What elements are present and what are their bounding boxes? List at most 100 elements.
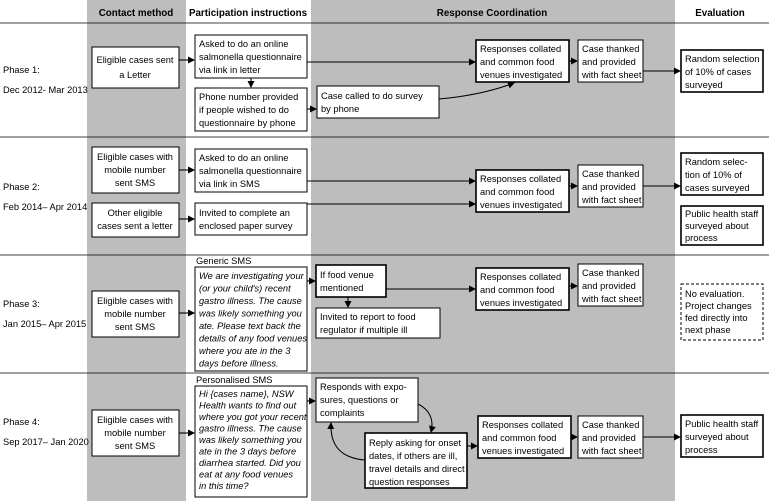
svg-text:ate in the 3 days before: ate in the 3 days before	[199, 447, 296, 457]
svg-text:days before illness.: days before illness.	[199, 359, 279, 369]
p2-paper-survey-box: Invited to complete an enclosed paper su…	[194, 202, 308, 236]
svg-text:where you got your recent: where you got your recent	[199, 412, 307, 422]
p4-evaluation-box: Public health staff surveyed about proce…	[680, 414, 764, 458]
svg-text:venues investigated: venues investigated	[480, 298, 562, 308]
svg-text:surveyed about: surveyed about	[685, 432, 749, 442]
svg-text:Project changes: Project changes	[685, 301, 752, 311]
svg-text:Eligible cases with: Eligible cases with	[97, 152, 173, 162]
svg-text:and provided: and provided	[582, 433, 636, 443]
svg-text:sent SMS: sent SMS	[115, 178, 155, 188]
svg-text:Case called to do survey: Case called to do survey	[321, 91, 423, 101]
svg-text:Eligible cases with: Eligible cases with	[97, 296, 173, 306]
svg-text:salmonella questionnaire: salmonella questionnaire	[199, 166, 302, 176]
svg-text:venues investigated: venues investigated	[480, 200, 562, 210]
svg-text:Asked to do an online: Asked to do an online	[199, 39, 288, 49]
svg-text:venues investigated: venues investigated	[482, 446, 564, 456]
svg-text:where you ate in the 3: where you ate in the 3	[199, 346, 291, 356]
svg-text:Responses collated: Responses collated	[480, 174, 561, 184]
svg-text:diarrhea started. Did you: diarrhea started. Did you	[199, 458, 301, 468]
p2-case-thanked-box: Case thanked and provided with fact shee…	[577, 164, 644, 208]
svg-text:sent SMS: sent SMS	[115, 441, 155, 451]
header-evaluation: Evaluation	[695, 8, 745, 19]
svg-text:cases surveyed: cases surveyed	[685, 183, 750, 193]
svg-text:enclosed paper survey: enclosed paper survey	[199, 221, 293, 231]
p1-case-thanked-box: Case thanked and provided with fact shee…	[577, 39, 644, 83]
p3-contact-box: Eligible cases with mobile number sent S…	[91, 290, 180, 338]
svg-text:Case thanked: Case thanked	[582, 169, 639, 179]
svg-text:mentioned: mentioned	[320, 283, 363, 293]
p1-online-questionnaire-box: Asked to do an online salmonella questio…	[194, 34, 308, 79]
svg-text:Other eligible: Other eligible	[108, 208, 163, 218]
phase-3-name: Phase 3:	[3, 299, 40, 309]
svg-text:in this time?: in this time?	[199, 481, 249, 491]
p2-evaluation-staff-box: Public health staff surveyed about proce…	[680, 205, 764, 246]
svg-text:Case thanked: Case thanked	[582, 420, 639, 430]
p1-arrow-called-to-collated	[438, 81, 515, 100]
phase-2-dates: Feb 2014– Apr 2014	[3, 202, 87, 212]
svg-text:and provided: and provided	[582, 57, 636, 67]
svg-text:with fact sheet: with fact sheet	[581, 294, 642, 304]
svg-text:Health wants to find out: Health wants to find out	[199, 401, 297, 411]
svg-text:Phone number provided: Phone number provided	[199, 92, 298, 102]
svg-text:by phone: by phone	[321, 104, 359, 114]
p1-phone-number-box: Phone number provided if people wished t…	[194, 87, 308, 132]
p1-contact-box: Eligible cases sent a Letter	[91, 46, 180, 89]
svg-text:with fact sheet: with fact sheet	[581, 70, 642, 80]
svg-text:a Letter: a Letter	[119, 70, 151, 80]
svg-text:Invited to complete an: Invited to complete an	[199, 208, 290, 218]
svg-text:if people wished to do: if people wished to do	[199, 105, 289, 115]
svg-text:Public health staff: Public health staff	[685, 419, 759, 429]
phase-4-name: Phase 4:	[3, 417, 40, 427]
phase-3-dates: Jan 2015– Apr 2015	[3, 319, 86, 329]
svg-text:and provided: and provided	[582, 182, 636, 192]
svg-text:via link in SMS: via link in SMS	[199, 179, 260, 189]
svg-text:mobile number: mobile number	[104, 309, 166, 319]
svg-text:Random selec-: Random selec-	[685, 157, 748, 167]
p4-arrow-reply-to-responds	[327, 422, 366, 461]
svg-text:process: process	[685, 445, 718, 455]
p2-evaluation-random-box: Random selec- tion of 10% of cases surve…	[680, 152, 764, 196]
svg-text:was likely something you: was likely something you	[199, 309, 302, 319]
svg-text:and common food: and common food	[480, 285, 554, 295]
svg-text:details of any food venues: details of any food venues	[199, 334, 307, 344]
svg-text:Responds with expo-: Responds with expo-	[320, 382, 407, 392]
svg-text:with fact sheet: with fact sheet	[581, 195, 642, 205]
phase-1-dates: Dec 2012- Mar 2013	[3, 85, 88, 95]
svg-text:regulator if multiple ill: regulator if multiple ill	[320, 325, 407, 335]
p2-contact-letter-box: Other eligible cases sent a letter	[91, 202, 180, 238]
p1-case-called-box: Case called to do survey by phone	[316, 85, 440, 119]
svg-text:cases sent a letter: cases sent a letter	[97, 221, 172, 231]
svg-text:gastro illness. The cause: gastro illness. The cause	[199, 296, 302, 306]
svg-text:Eligible cases sent: Eligible cases sent	[97, 55, 174, 65]
p4-reply-box: Reply asking for onset dates, if others …	[364, 432, 468, 489]
svg-text:surveyed about: surveyed about	[685, 221, 749, 231]
svg-text:Responses collated: Responses collated	[480, 44, 561, 54]
svg-text:Invited to report to food: Invited to report to food	[320, 312, 416, 322]
svg-text:Case thanked: Case thanked	[582, 44, 639, 54]
svg-text:Responses collated: Responses collated	[482, 420, 563, 430]
p3-report-regulator-box: Invited to report to food regulator if m…	[315, 307, 441, 339]
svg-text:travel details and direct: travel details and direct	[369, 464, 465, 474]
p2-online-questionnaire-box: Asked to do an online salmonella questio…	[194, 148, 308, 193]
p4-personalised-sms-box: Hi {cases name}, NSW Health wants to fin…	[194, 385, 308, 498]
svg-text:sures, questions or: sures, questions or	[320, 395, 399, 405]
phase-4-dates: Sep 2017– Jan 2020	[3, 437, 89, 447]
svg-text:Eligible cases with: Eligible cases with	[97, 415, 173, 425]
svg-text:Reply asking for onset: Reply asking for onset	[369, 438, 461, 448]
svg-text:and common food: and common food	[480, 187, 554, 197]
p4-case-thanked-box: Case thanked and provided with fact shee…	[577, 415, 644, 459]
svg-text:and common food: and common food	[480, 57, 554, 67]
svg-text:ate. Please text back the: ate. Please text back the	[199, 321, 301, 331]
svg-text:We are investigating your: We are investigating your	[199, 271, 305, 281]
svg-text:complaints: complaints	[320, 408, 365, 418]
svg-text:gastro illness. The cause: gastro illness. The cause	[199, 424, 302, 434]
p1-responses-collated-box: Responses collated and common food venue…	[475, 39, 570, 83]
p3-food-venue-box: If food venue mentioned	[315, 264, 387, 298]
p1-evaluation-box: Random selection of 10% of cases surveye…	[680, 49, 764, 93]
svg-text:surveyed: surveyed	[685, 80, 723, 90]
header-contact-method: Contact method	[99, 8, 174, 19]
p2-responses-collated-box: Responses collated and common food venue…	[475, 169, 570, 213]
svg-text:question responses: question responses	[369, 477, 450, 487]
svg-text:process: process	[685, 233, 718, 243]
svg-text:next phase: next phase	[685, 325, 731, 335]
